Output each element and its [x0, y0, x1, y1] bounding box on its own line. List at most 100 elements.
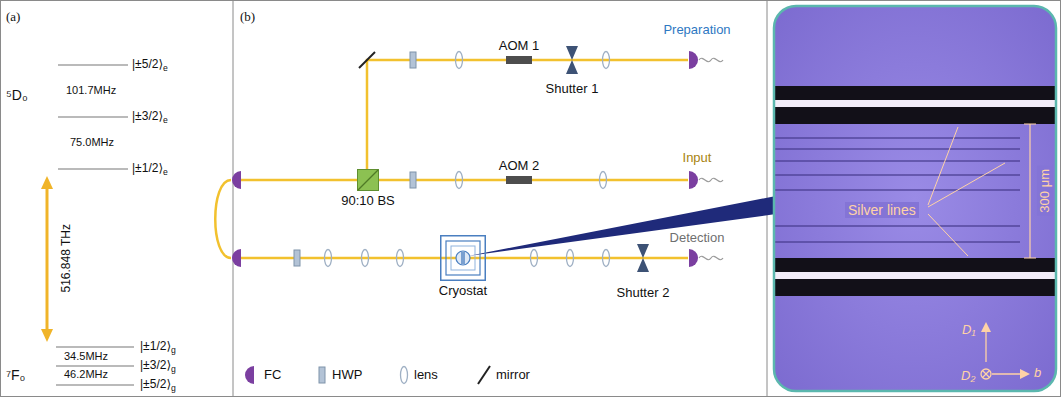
lens-symbol [456, 172, 463, 189]
thin-lines [774, 138, 1020, 242]
silver-band [774, 86, 1056, 124]
lens-symbol [603, 52, 610, 69]
energy-level [56, 384, 134, 385]
silver-line [774, 225, 1020, 227]
axis-arrow [992, 373, 1022, 374]
port-label: Preparation [663, 23, 730, 37]
legend-label: lens [414, 368, 438, 382]
micrograph [774, 6, 1056, 391]
text-subscript: e [163, 166, 168, 176]
axis-label: D₂ [961, 369, 975, 383]
scale-cap [1024, 123, 1036, 124]
shutter-symbol [566, 46, 578, 74]
splitting-label: 75.0MHz [70, 137, 114, 149]
legend-label: FC [264, 368, 281, 382]
hwp-symbol [294, 250, 300, 266]
legend-sample [319, 367, 325, 383]
hwp-symbol [410, 52, 416, 68]
text-part: |±1/2⟩ [140, 339, 171, 353]
leader-line [928, 163, 1005, 207]
node-label-group: Cryostat [439, 284, 487, 298]
zoom-wedge [468, 196, 776, 256]
energy-level [58, 168, 128, 169]
leader-line [928, 127, 958, 205]
level-label: |±3/2⟩e [132, 110, 168, 125]
mirror-symbol [359, 52, 375, 68]
inner-shield [446, 241, 480, 275]
aom-box [506, 176, 532, 184]
fiber-coupler [689, 171, 698, 189]
legend-label: HWP [332, 368, 362, 382]
legend-sample [401, 367, 408, 384]
leader-lines [928, 127, 1005, 256]
sample-holder [456, 251, 470, 265]
silver-line [774, 189, 1020, 191]
aom-node: AOM 1 [499, 39, 539, 64]
lens-symbol [362, 250, 369, 267]
leader-line [928, 214, 968, 256]
term-label: ⁵D₀ [6, 88, 28, 103]
node-label-group: AOM 2 [499, 159, 539, 173]
text-subscript: g [171, 382, 176, 392]
node-label-group: 90:10 BS [341, 194, 395, 208]
text-subscript: e [163, 62, 168, 72]
text-subscript: e [163, 114, 168, 124]
beam-path [240, 179, 688, 182]
lens-symbol [567, 250, 574, 267]
legend-sample [245, 366, 254, 384]
component-label: AOM 1 [499, 39, 539, 53]
level-label: |±1/2⟩g [140, 340, 176, 355]
energy-level [58, 64, 128, 65]
silver-line [774, 241, 1020, 243]
cryo-node: Cryostat [439, 235, 487, 298]
energy-level [58, 116, 128, 117]
split-face [358, 170, 378, 190]
axis-arrow [985, 332, 986, 362]
scale-label: 300 μm [1037, 166, 1053, 216]
splitting-label: 101.7MHz [66, 85, 116, 97]
micrograph-ground [774, 6, 1056, 391]
aom-box [506, 56, 532, 64]
panel-letter: (b) [240, 10, 255, 24]
band-highlight [774, 100, 1056, 107]
transition-arrow [41, 176, 53, 342]
bs-node: 90:10 BS [341, 169, 395, 208]
energy-level [56, 365, 134, 366]
panel-divider [233, 0, 234, 397]
splitting-label: 34.5MHz [64, 351, 108, 363]
axis-into-page [981, 369, 991, 379]
fiber-coupler [232, 249, 241, 267]
fiber-coupler [689, 249, 698, 267]
cold-stage [451, 246, 475, 270]
level-label: |±5/2⟩g [140, 378, 176, 393]
cryostat-art [440, 235, 486, 281]
lens-symbol [456, 52, 463, 69]
band-highlight [774, 272, 1056, 279]
lens-symbol [531, 250, 538, 267]
component-label: AOM 2 [499, 159, 539, 173]
component-label: Cryostat [439, 284, 487, 298]
port-label: Input [683, 151, 712, 165]
arrow-head [1020, 369, 1030, 379]
lens-symbol [397, 250, 404, 267]
scale-line [1029, 124, 1030, 258]
beam-path [367, 60, 688, 180]
silver-band [774, 258, 1056, 296]
sample [461, 252, 465, 264]
arrow-head [41, 176, 53, 189]
component-label: Shutter 1 [546, 82, 599, 96]
beam-splitter [357, 169, 379, 191]
level-label: |±5/2⟩e [132, 58, 168, 73]
cryostat-symbol [440, 235, 486, 281]
axis-cross [983, 371, 990, 378]
legend-label: mirror [496, 368, 530, 382]
panel-letter: (a) [6, 10, 20, 24]
energy-level [56, 346, 134, 347]
fiber-tail [699, 178, 723, 181]
text-subscript: g [171, 363, 176, 373]
beam-splitter-art [357, 169, 379, 191]
silver-line [774, 148, 1020, 150]
text-part: |±5/2⟩ [140, 377, 171, 391]
scale-cap [1024, 257, 1036, 258]
